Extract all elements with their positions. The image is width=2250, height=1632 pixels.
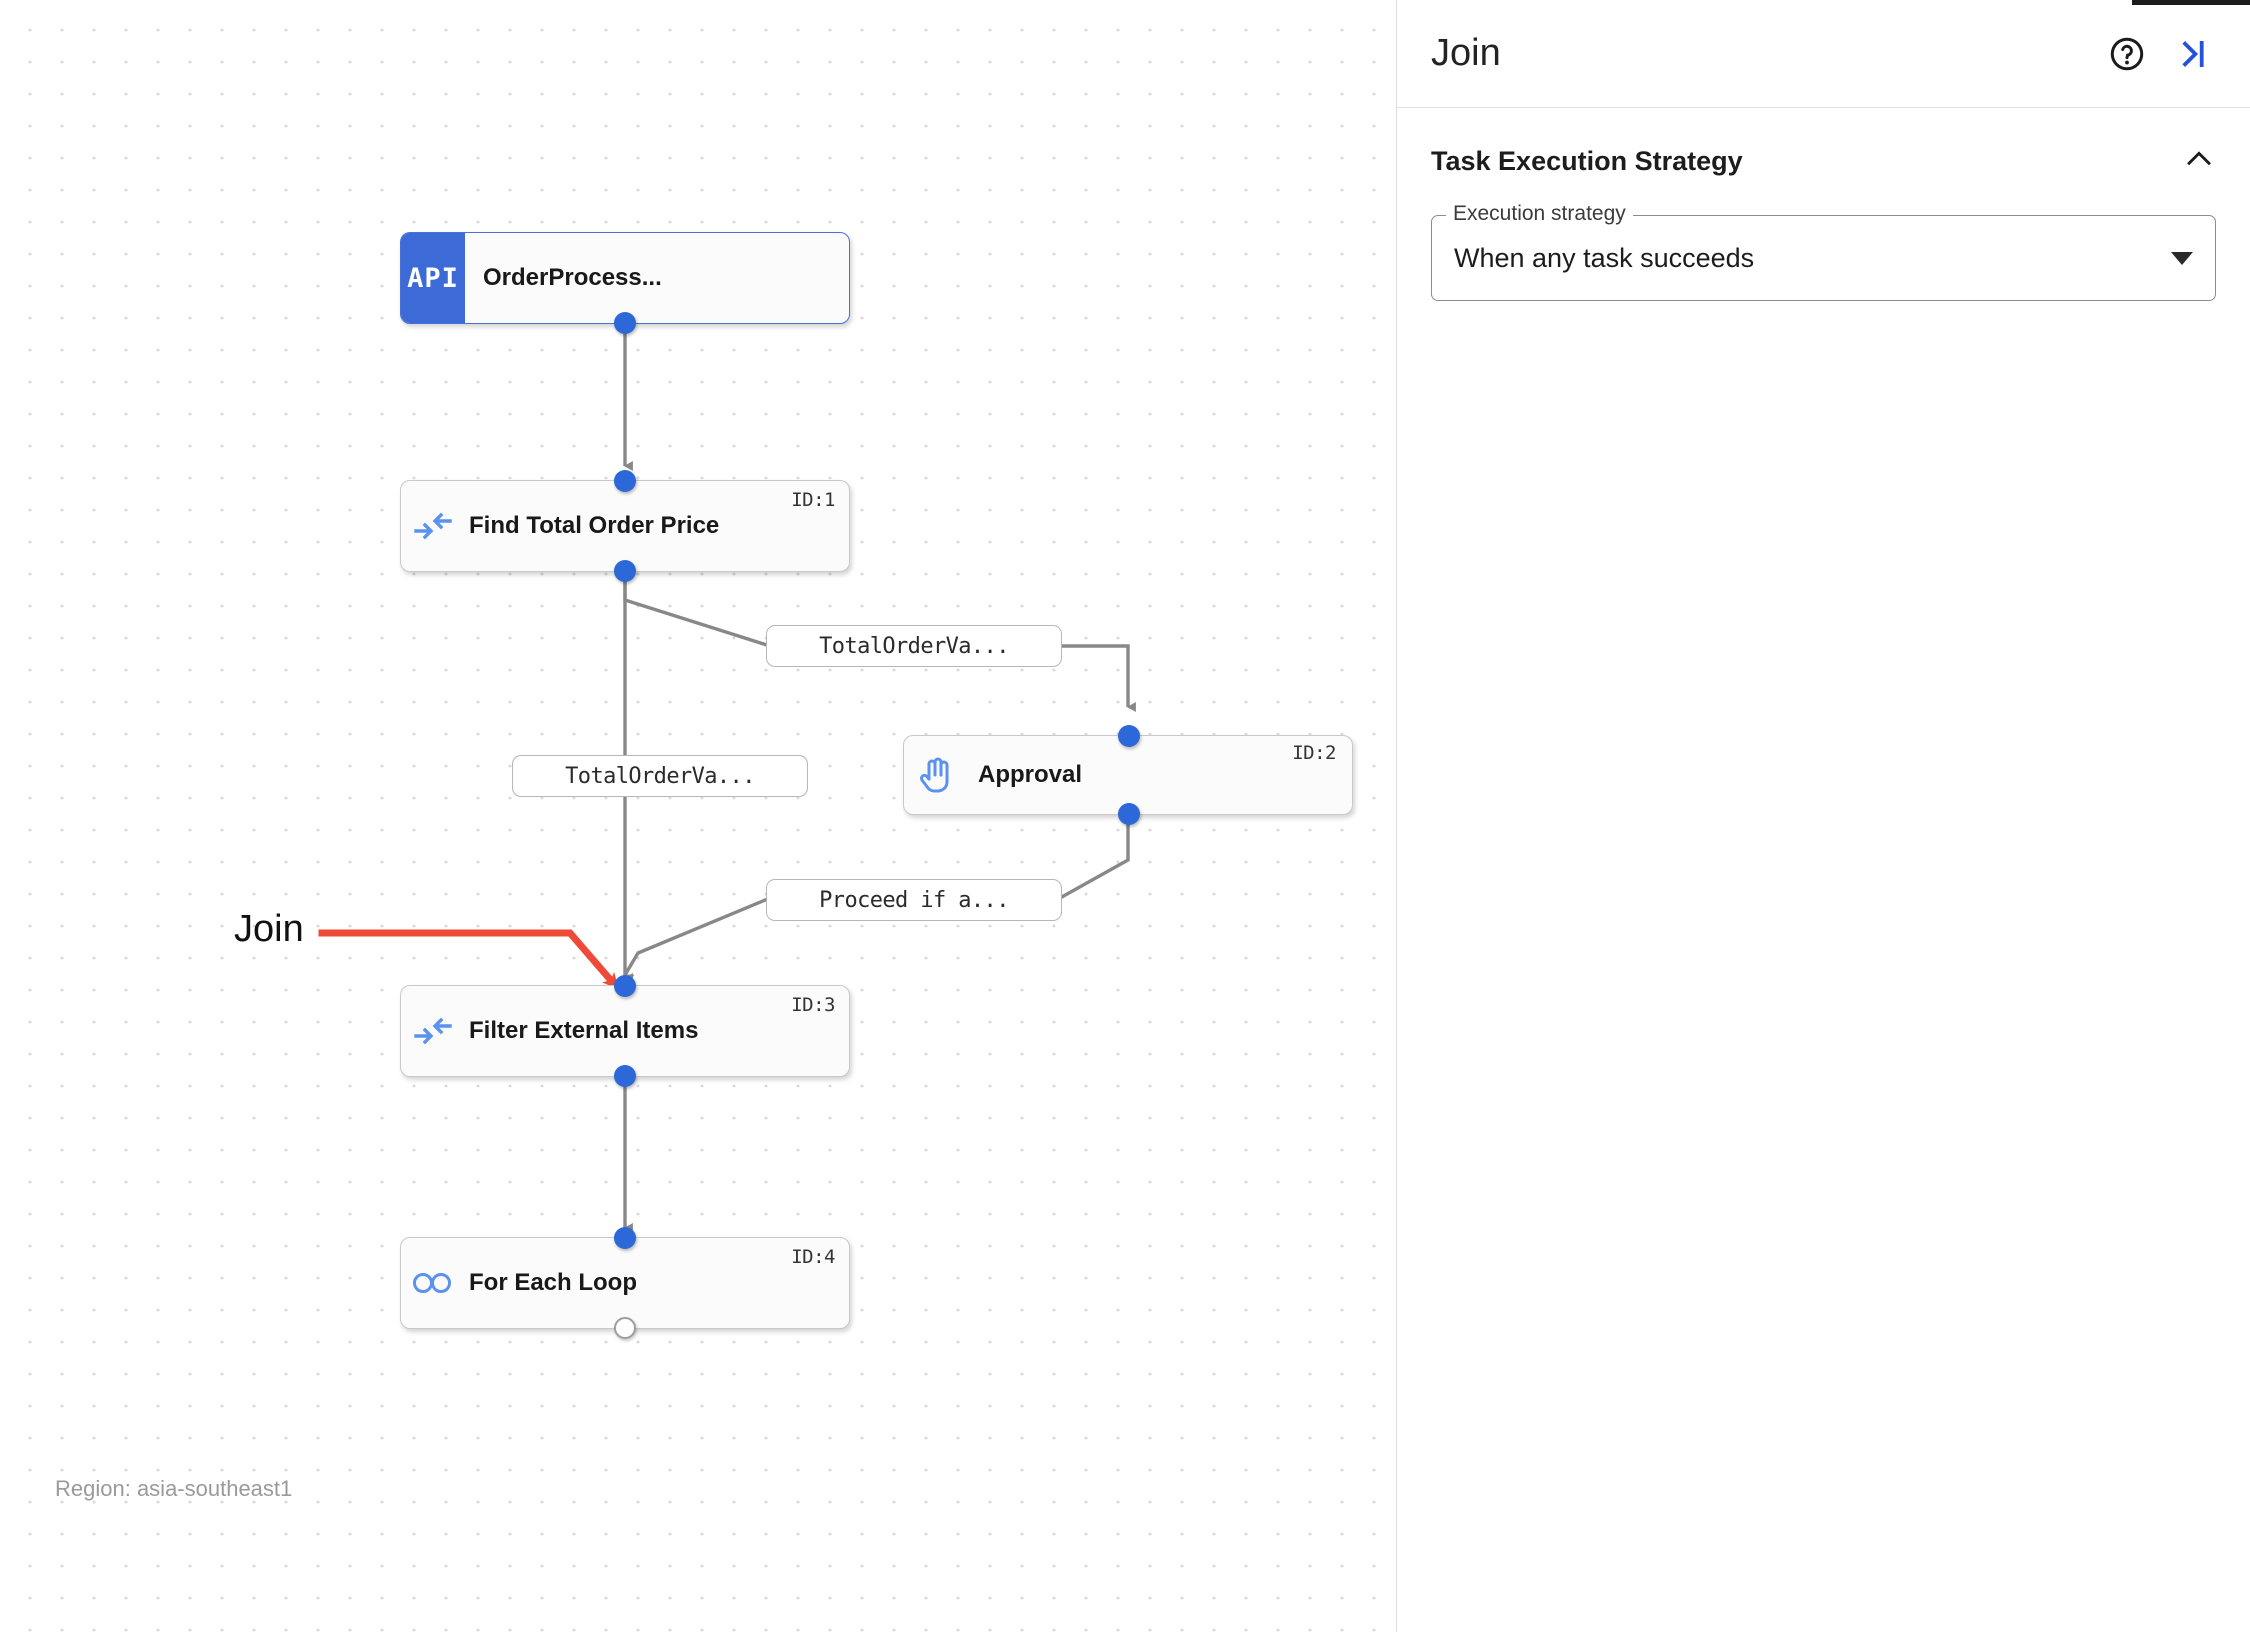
node-filter-external-items[interactable]: Filter External Items ID:3	[400, 975, 850, 1087]
help-circle-icon[interactable]	[2100, 27, 2154, 81]
node-output-port[interactable]	[614, 1317, 636, 1339]
node-id-label: ID:3	[791, 994, 835, 1016]
node-output-port[interactable]	[614, 312, 636, 334]
workflow-canvas[interactable]: Join API OrderProcess... Find Total Orde…	[0, 0, 1395, 1632]
edge-label-total-order-value-right[interactable]: TotalOrderVa...	[766, 625, 1062, 667]
node-output-port[interactable]	[614, 560, 636, 582]
annotation-label-join: Join	[234, 908, 304, 950]
region-label: Region: asia-southeast1	[55, 1476, 293, 1501]
node-approval[interactable]: Approval ID:2	[903, 725, 1353, 825]
panel-body: Task Execution Strategy Execution strate…	[1397, 108, 2250, 301]
node-input-port[interactable]	[614, 1227, 636, 1249]
panel-header: Join	[1397, 0, 2250, 108]
section-header-task-execution-strategy[interactable]: Task Execution Strategy	[1431, 142, 2216, 181]
window-top-edge	[2132, 0, 2250, 5]
merge-arrows-icon	[401, 481, 465, 571]
section-title: Task Execution Strategy	[1431, 146, 1743, 176]
merge-arrows-icon	[401, 986, 465, 1076]
execution-strategy-label: Execution strategy	[1446, 202, 1633, 226]
node-title: Find Total Order Price	[469, 512, 720, 539]
node-title: Filter External Items	[469, 1017, 699, 1044]
chevron-down-icon[interactable]	[2171, 251, 2193, 265]
node-title: OrderProcess...	[483, 264, 662, 291]
panel-title: Join	[1431, 32, 1501, 74]
node-find-total-order-price[interactable]: Find Total Order Price ID:1	[400, 470, 850, 582]
node-id-label: ID:1	[791, 489, 835, 511]
collapse-panel-icon[interactable]	[2166, 27, 2220, 81]
node-id-label: ID:4	[791, 1246, 835, 1268]
api-icon: API	[401, 233, 465, 323]
chevron-up-icon[interactable]	[2182, 142, 2216, 181]
node-input-port[interactable]	[1118, 725, 1140, 747]
infinity-loop-icon	[401, 1238, 465, 1328]
node-output-port[interactable]	[614, 1065, 636, 1087]
side-panel: Join Task Execution Strategy	[1396, 0, 2250, 1632]
node-output-port[interactable]	[1118, 803, 1140, 825]
edge-label-proceed-if[interactable]: Proceed if a...	[766, 879, 1062, 921]
hand-icon	[904, 736, 968, 814]
node-for-each-loop[interactable]: For Each Loop ID:4	[400, 1227, 850, 1339]
node-input-port[interactable]	[614, 975, 636, 997]
execution-strategy-select[interactable]: Execution strategy When any task succeed…	[1431, 202, 2216, 301]
node-title: For Each Loop	[469, 1269, 637, 1296]
edge-label-total-order-value-left[interactable]: TotalOrderVa...	[512, 755, 808, 797]
node-id-label: ID:2	[1292, 742, 1336, 764]
node-input-port[interactable]	[614, 470, 636, 492]
execution-strategy-value: When any task succeeds	[1454, 242, 1755, 273]
node-title: Approval	[978, 761, 1083, 788]
node-order-process[interactable]: API OrderProcess...	[400, 232, 850, 334]
